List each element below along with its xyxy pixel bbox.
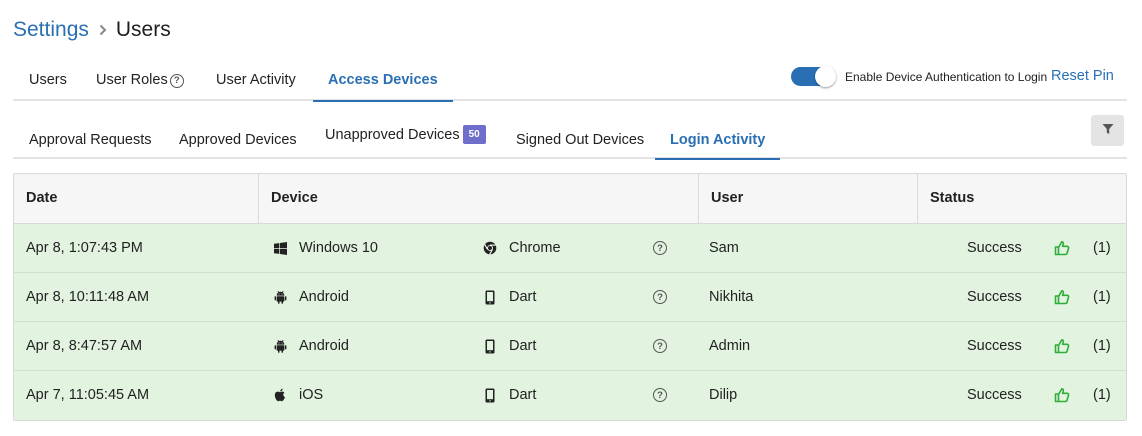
- attempt-count: (1): [1093, 338, 1111, 354]
- thumbs-up-icon[interactable]: [1054, 273, 1070, 321]
- chevron-right-icon: [99, 24, 107, 36]
- user-cell: Admin: [709, 338, 751, 354]
- date-cell: Apr 8, 1:07:43 PM: [26, 240, 143, 256]
- status-text: Success: [967, 338, 1022, 354]
- windows-icon: [273, 241, 287, 255]
- thumbs-up-icon[interactable]: [1054, 322, 1070, 370]
- client-name: Chrome: [509, 240, 561, 256]
- tab-access-devices-label: Access Devices: [328, 72, 438, 88]
- table-row[interactable]: Apr 7, 11:05:45 AM iOS Dart ? Dilip Succ…: [14, 371, 1126, 420]
- user-cell: Sam: [709, 240, 739, 256]
- device-info-cell: ?: [651, 322, 667, 370]
- client-cell: Dart: [483, 371, 536, 419]
- info-icon[interactable]: ?: [653, 388, 667, 402]
- os-name: Android: [299, 289, 349, 305]
- attempt-count: (1): [1093, 240, 1111, 256]
- page-title: Users: [115, 18, 171, 41]
- date-cell: Apr 7, 11:05:45 AM: [26, 387, 150, 403]
- os-cell: Windows 10: [273, 224, 378, 272]
- client-name: Dart: [509, 338, 537, 354]
- client-cell: Dart: [483, 273, 536, 321]
- filter-button[interactable]: [1091, 115, 1124, 146]
- chrome-icon: [483, 241, 497, 255]
- table-header: Date Device User Status: [14, 174, 1126, 224]
- mobile-phone-icon: [483, 339, 497, 353]
- unapproved-count-badge: 50: [462, 125, 486, 144]
- os-cell: Android: [273, 273, 349, 321]
- table-body: Apr 8, 1:07:43 PM Windows 10 Chrome ? Sa…: [14, 224, 1126, 420]
- table-row[interactable]: Apr 8, 8:47:57 AM Android Dart ? Admin S…: [14, 322, 1126, 371]
- user-cell: Nikhita: [709, 289, 754, 305]
- tab-approval-requests[interactable]: Approval Requests: [29, 120, 152, 159]
- user-cell: Dilip: [709, 387, 738, 403]
- tab-users[interactable]: Users: [29, 60, 67, 101]
- toggle-knob: [815, 66, 836, 87]
- os-cell: Android: [273, 322, 349, 370]
- status-text: Success: [967, 387, 1022, 403]
- android-icon: [273, 339, 287, 353]
- mobile-phone-icon: [483, 388, 497, 402]
- attempt-count: (1): [1093, 387, 1111, 403]
- table-row[interactable]: Apr 8, 10:11:48 AM Android Dart ? Nikhit…: [14, 273, 1126, 322]
- reset-pin-link[interactable]: Reset Pin: [1051, 68, 1114, 84]
- tab-login-activity[interactable]: Login Activity: [655, 120, 781, 160]
- help-icon[interactable]: ?: [169, 73, 184, 88]
- tab-unapproved-devices-label: Unapproved Devices: [325, 127, 460, 143]
- os-name: Android: [299, 338, 349, 354]
- date-cell: Apr 8, 8:47:57 AM: [26, 338, 143, 354]
- device-info-cell: ?: [651, 273, 667, 321]
- login-activity-table: Date Device User Status Apr 8, 1:07:43 P…: [13, 173, 1127, 421]
- device-authentication-label: Enable Device Authentication to Login: [845, 70, 1048, 84]
- breadcrumb: Settings Users: [13, 18, 171, 42]
- tab-signed-out-devices[interactable]: Signed Out Devices: [516, 120, 644, 159]
- client-cell: Chrome: [483, 224, 561, 272]
- device-info-cell: ?: [651, 371, 667, 419]
- status-text: Success: [967, 240, 1022, 256]
- client-name: Dart: [509, 387, 537, 403]
- info-icon[interactable]: ?: [653, 290, 667, 304]
- info-icon[interactable]: ?: [653, 241, 667, 255]
- tab-approved-devices-label: Approved Devices: [179, 132, 297, 148]
- breadcrumb-settings-link[interactable]: Settings: [13, 18, 89, 41]
- tab-user-activity-label: User Activity: [216, 72, 296, 88]
- tab-users-label: Users: [29, 72, 67, 88]
- device-authentication-toggle[interactable]: [791, 66, 836, 87]
- column-header-device[interactable]: Device: [258, 174, 698, 223]
- status-text: Success: [967, 289, 1022, 305]
- table-row[interactable]: Apr 8, 1:07:43 PM Windows 10 Chrome ? Sa…: [14, 224, 1126, 273]
- os-cell: iOS: [273, 371, 323, 419]
- column-header-status[interactable]: Status: [917, 174, 1126, 223]
- tab-access-devices[interactable]: Access Devices: [313, 60, 453, 102]
- device-info-cell: ?: [651, 224, 667, 272]
- os-name: iOS: [299, 387, 324, 403]
- mobile-phone-icon: [483, 290, 497, 304]
- date-cell: Apr 8, 10:11:48 AM: [26, 289, 150, 305]
- tab-approval-requests-label: Approval Requests: [29, 132, 152, 148]
- tab-signed-out-devices-label: Signed Out Devices: [516, 132, 645, 148]
- android-icon: [273, 290, 287, 304]
- apple-icon: [273, 388, 287, 402]
- tab-login-activity-label: Login Activity: [670, 132, 766, 148]
- main-tab-bar: Users User Roles? User Activity Access D…: [13, 60, 1127, 102]
- tab-user-roles[interactable]: User Roles?: [96, 60, 184, 101]
- os-name: Windows 10: [299, 240, 378, 256]
- attempt-count: (1): [1093, 289, 1111, 305]
- tab-approved-devices[interactable]: Approved Devices: [179, 120, 297, 159]
- thumbs-up-icon[interactable]: [1054, 224, 1070, 272]
- filter-icon: [1102, 122, 1114, 140]
- thumbs-up-icon[interactable]: [1054, 371, 1070, 419]
- tab-user-roles-label: User Roles: [96, 72, 168, 88]
- sub-tab-bar: Approval Requests Approved Devices Unapp…: [13, 120, 1127, 160]
- column-header-user[interactable]: User: [698, 174, 917, 223]
- info-icon[interactable]: ?: [653, 339, 667, 353]
- column-header-date[interactable]: Date: [26, 190, 58, 206]
- tab-user-activity[interactable]: User Activity: [216, 60, 296, 101]
- client-cell: Dart: [483, 322, 536, 370]
- client-name: Dart: [509, 289, 537, 305]
